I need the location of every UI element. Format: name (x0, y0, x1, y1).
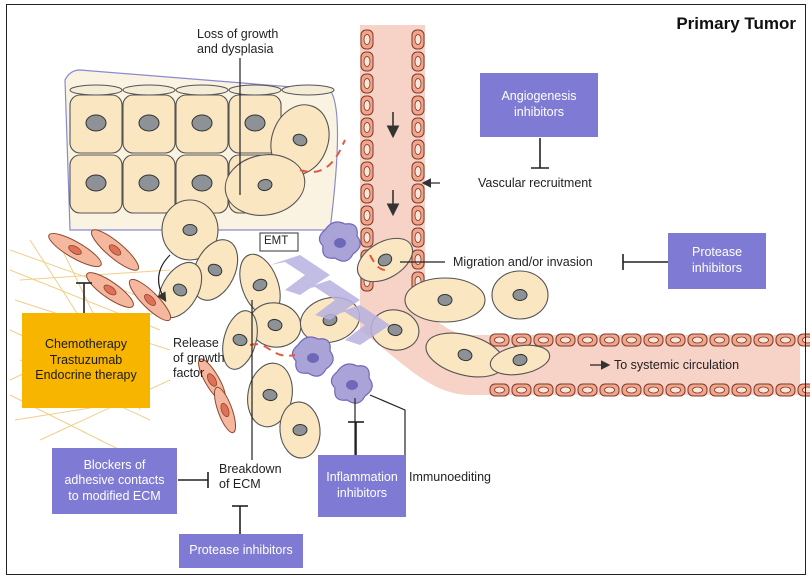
endothelial-cell (688, 384, 707, 396)
apical-cell (176, 85, 228, 95)
loss-of-growth-label: Loss of growth and dysplasia (197, 27, 278, 57)
fibroblast (87, 225, 143, 276)
endothelial-cell (361, 162, 373, 181)
endothelial-cell (600, 334, 619, 346)
protease-inhibitors-bottom-box: Protease inhibitors (179, 534, 303, 568)
endothelial-cell (644, 384, 663, 396)
endothelial-cell (578, 384, 597, 396)
endothelial-cell (490, 384, 509, 396)
inflammation-inhibitors-box: Inflammation inhibitors (318, 455, 406, 517)
endothelial-cell (534, 384, 553, 396)
tumor-cell (405, 278, 485, 322)
protease-inhibitors-right-box: Protease inhibitors (668, 233, 766, 289)
endothelial-cell (412, 52, 424, 71)
endothelial-cell (798, 334, 810, 346)
apical-cell (123, 85, 175, 95)
endothelial-cell (798, 384, 810, 396)
endothelial-cell (754, 334, 773, 346)
endothelial-cell (361, 52, 373, 71)
endothelial-cell (534, 334, 553, 346)
endothelial-cell (361, 30, 373, 49)
endothelial-cell (732, 384, 751, 396)
endothelial-cell (361, 206, 373, 225)
endothelial-cell (412, 140, 424, 159)
endothelial-cell (556, 334, 575, 346)
endothelial-cell (556, 384, 575, 396)
endothelial-cell (412, 30, 424, 49)
apical-cell (282, 85, 334, 95)
endothelial-cell (361, 228, 373, 247)
endothelial-cell (512, 384, 531, 396)
endothelial-cell (578, 334, 597, 346)
migration-invasion-label: Migration and/or invasion (453, 255, 593, 270)
endothelial-cell (412, 96, 424, 115)
endothelial-cell (361, 74, 373, 93)
epithelial-cell (70, 155, 122, 213)
endothelial-cell (512, 334, 531, 346)
immunoediting-label: Immunoediting (409, 470, 491, 485)
vascular-recruitment-label: Vascular recruitment (478, 176, 592, 191)
endothelial-cell (412, 250, 424, 269)
endothelial-cell (688, 334, 707, 346)
emt-label: EMT (264, 235, 288, 249)
endothelial-cell (412, 118, 424, 137)
epithelial-cell (70, 95, 122, 153)
endothelial-cell (710, 384, 729, 396)
epithelial-cell (176, 95, 228, 153)
endothelial-cell (600, 384, 619, 396)
endothelial-cell (666, 384, 685, 396)
endothelial-cell (732, 334, 751, 346)
diagram-title: Primary Tumor (676, 14, 796, 34)
endothelial-cell (412, 228, 424, 247)
endothelial-cell (412, 74, 424, 93)
endothelial-cell (776, 334, 795, 346)
endothelial-cell (412, 206, 424, 225)
endothelial-cell (776, 384, 795, 396)
adhesive-blockers-box: Blockers of adhesive contacts to modifie… (52, 448, 177, 514)
release-growth-factor-label: Release of growth factor (173, 336, 224, 381)
systemic-circulation-label: To systemic circulation (614, 358, 739, 373)
endothelial-cell (490, 334, 509, 346)
endothelial-cell (666, 334, 685, 346)
chemotherapy-box: Chemotherapy Trastuzumab Endocrine thera… (22, 313, 150, 408)
endothelial-cell (622, 384, 641, 396)
endothelial-cell (710, 334, 729, 346)
tumor-cell (492, 271, 548, 319)
epithelial-cell (123, 155, 175, 213)
breakdown-ecm-label: Breakdown of ECM (219, 462, 282, 492)
angiogenesis-inhibitors-box: Angiogenesis inhibitors (480, 73, 598, 137)
epithelial-cell (123, 95, 175, 153)
endothelial-cell (754, 384, 773, 396)
endothelial-cell (644, 334, 663, 346)
apical-cell (70, 85, 122, 95)
endothelial-cell (361, 184, 373, 203)
endothelial-cell (412, 184, 424, 203)
endothelial-cell (622, 334, 641, 346)
endothelial-cell (361, 140, 373, 159)
endothelial-cell (412, 162, 424, 181)
apical-cell (229, 85, 281, 95)
endothelial-cell (361, 118, 373, 137)
endothelial-cell (361, 96, 373, 115)
